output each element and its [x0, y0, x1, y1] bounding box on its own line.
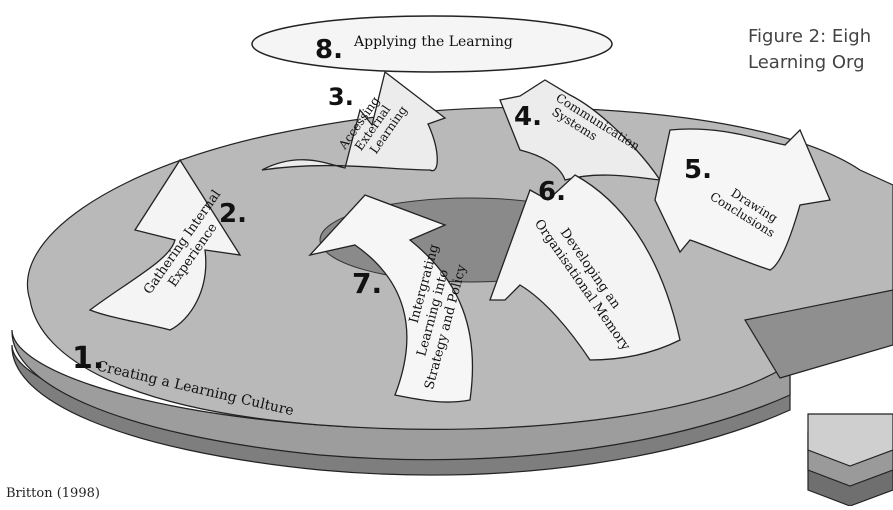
arrow-6	[489, 174, 681, 361]
step-8-ellipse	[251, 15, 613, 73]
step-5-number: 5.	[684, 155, 712, 185]
arrow-4	[499, 79, 662, 181]
arrow-3	[261, 70, 447, 172]
figure-caption-line-1: Figure 2: Eigh	[748, 26, 872, 47]
step-3-number: 3.	[328, 83, 354, 111]
step-2-number: 2.	[219, 199, 247, 229]
step-7-number: 7.	[352, 267, 382, 300]
figure-source: Britton (1998)	[6, 486, 100, 501]
figure-caption-line-2: Learning Org	[748, 52, 865, 73]
platform-side-mid	[11, 329, 791, 461]
chevron-down-icon	[807, 413, 893, 507]
arrow-2	[88, 158, 242, 331]
step-1-number: 1.	[72, 341, 104, 376]
step-8-label: Applying the Learning	[353, 34, 513, 50]
arrow-7	[308, 194, 474, 403]
figure-caption: Figure 2: Eigh Learning Org	[748, 24, 871, 76]
step-4-number: 4.	[514, 102, 542, 132]
step-8-number: 8.	[315, 35, 343, 65]
arrow-5	[654, 128, 831, 271]
platform-notch	[744, 289, 893, 379]
step-6-number: 6.	[538, 177, 566, 207]
